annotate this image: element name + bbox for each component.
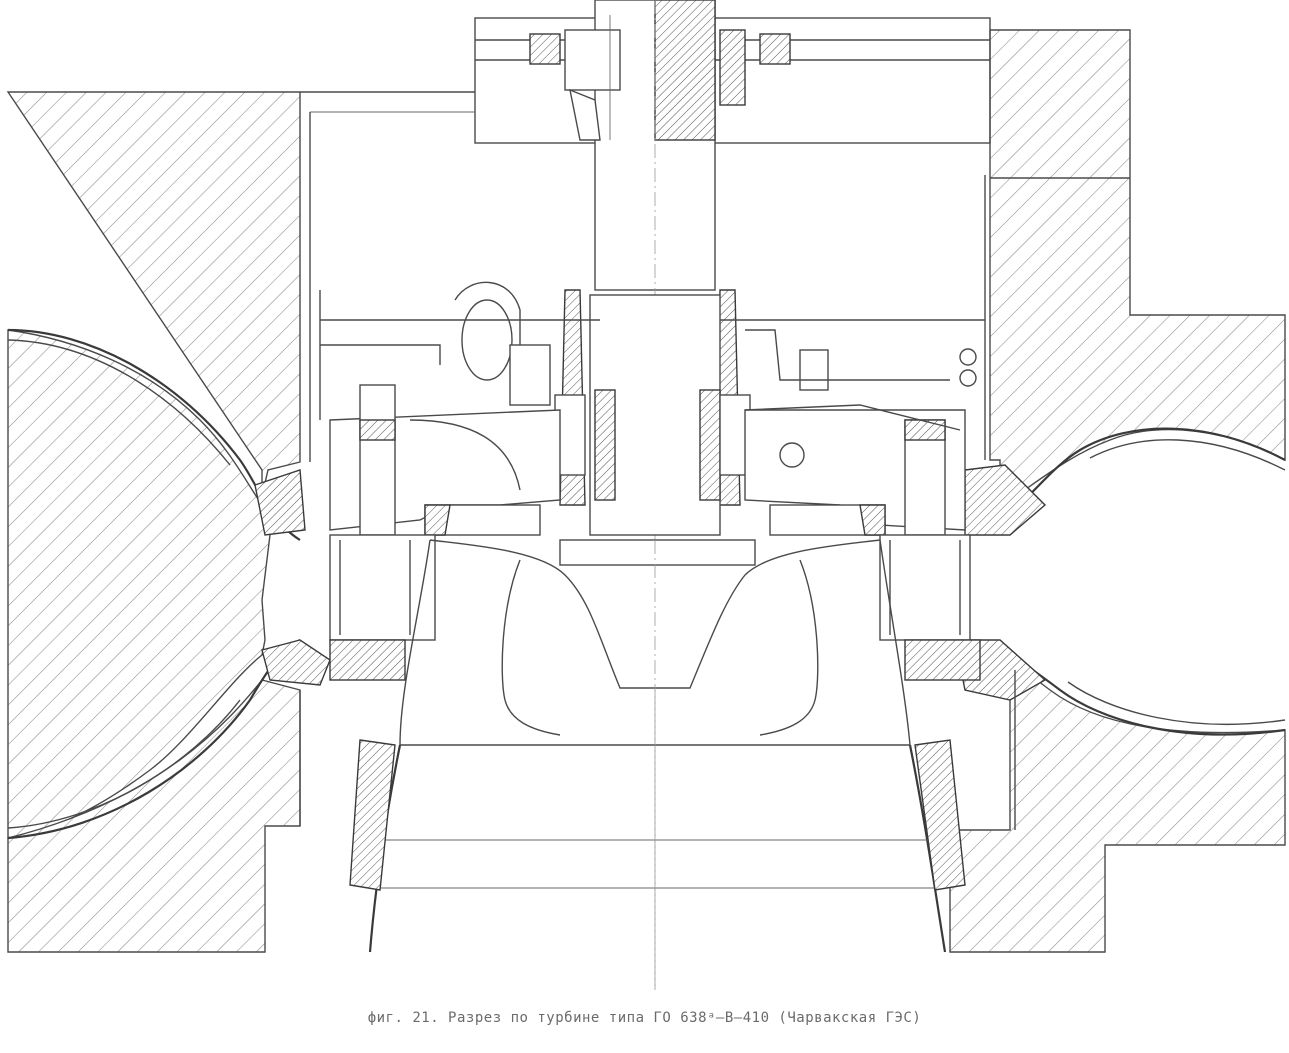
- turbine-shaft: [564, 0, 746, 990]
- guide-bearing: [554, 289, 751, 536]
- inner-frame-lines: [309, 15, 986, 462]
- servomotor-right: [744, 329, 977, 536]
- right-spiral-casing: [954, 427, 1286, 736]
- draft-tube: [299, 670, 1016, 953]
- upper-floor-structure: [300, 17, 1130, 179]
- left-concrete-mass: [6, 91, 301, 953]
- figure-caption: фиг. 21. Разрез по турбине типа ГО 638ᵃ–…: [367, 1010, 922, 1026]
- stay-ring-right: [879, 534, 981, 681]
- turbine-section-drawing: [6, 0, 1286, 990]
- stay-ring-left: [329, 534, 436, 681]
- left-spiral-casing: [7, 328, 331, 840]
